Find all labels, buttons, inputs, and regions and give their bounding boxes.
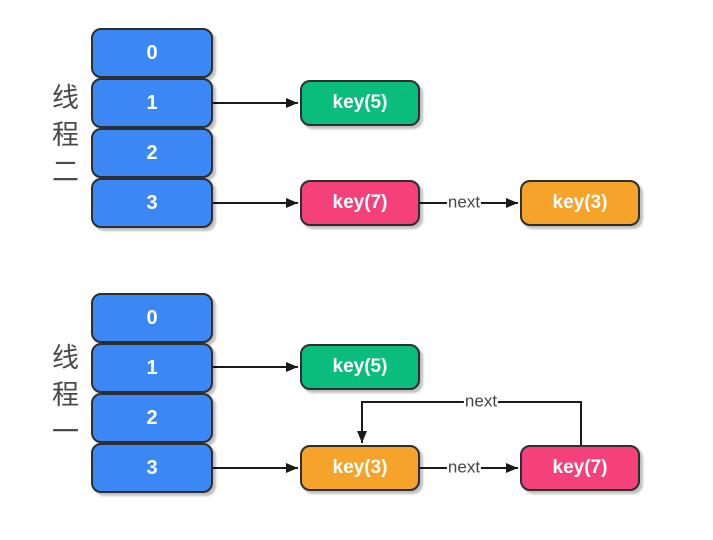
bottom-bucket-1: 1 [91, 343, 213, 393]
top-bucket-1: 1 [91, 78, 213, 128]
top-node-key5: key(5) [300, 80, 420, 126]
bottom-bucket-0: 0 [91, 293, 213, 343]
bottom-bucket-2: 2 [91, 393, 213, 443]
top-bucket-3: 3 [91, 178, 213, 228]
top-node-key3: key(3) [520, 180, 640, 226]
thread2-label: 线程二 [48, 83, 78, 194]
top-bucket-2: 2 [91, 128, 213, 178]
bottom-node-key3: key(3) [300, 445, 420, 491]
bottom-loop-edge-label-next: next [463, 391, 499, 412]
top-node-key7: key(7) [300, 180, 420, 226]
bottom-edge-label-next: next [446, 457, 482, 478]
bottom-bucket-3: 3 [91, 443, 213, 493]
bottom-node-key5: key(5) [300, 344, 420, 390]
top-edge-label-next: next [446, 192, 482, 213]
bottom-node-key7: key(7) [520, 445, 640, 491]
top-bucket-0: 0 [91, 28, 213, 78]
thread1-label: 线程一 [48, 343, 78, 454]
